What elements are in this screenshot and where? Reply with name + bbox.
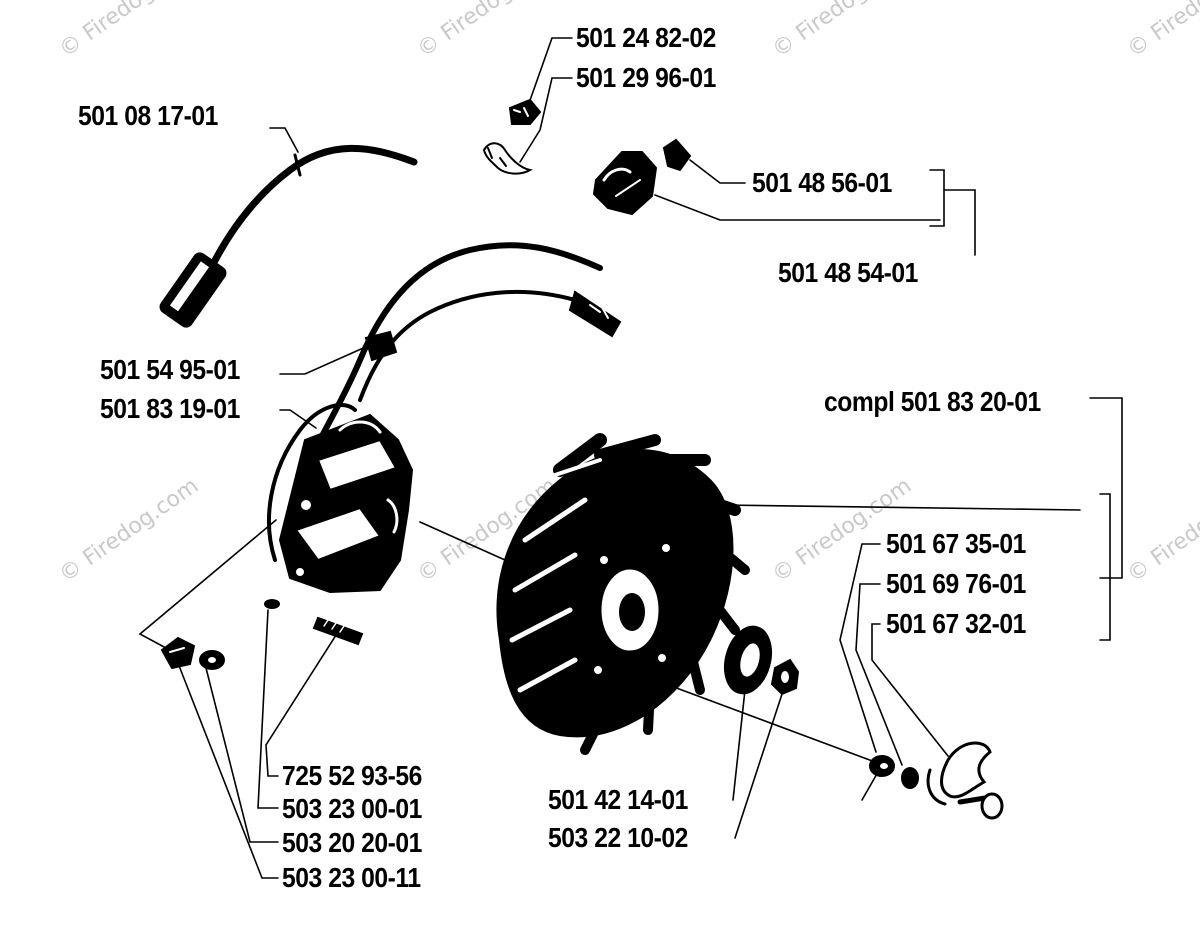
pawl-washer [901,767,919,789]
label-flywheel-nut: 503 22 10-02 [548,822,688,853]
label-clip-nut: 501 24 82-02 [576,22,716,53]
label-module-screw: 725 52 93-56 [282,760,422,791]
label-pawl: 501 67 32-01 [886,608,1026,639]
flywheel-washer [723,625,773,695]
label-cable-clamp: 501 54 95-01 [100,354,240,385]
flywheel-nut [770,658,800,696]
label-spark-plug-cap: 501 08 17-01 [78,100,218,131]
label-flywheel-washer: 501 42 14-01 [548,784,688,815]
spark-plug-lead [159,144,418,328]
label-ignition-module: 501 83 19-01 [100,393,240,424]
clip [482,142,533,175]
module-screw [312,616,364,646]
ignition-cables [317,242,622,443]
pawl [926,741,992,806]
pawl-bolt [957,792,1004,820]
label-washer-b: 503 23 00-11 [282,862,421,893]
label-pawl-washer: 501 69 76-01 [886,568,1026,599]
flywheel [496,433,750,755]
washer-b [199,650,225,670]
pawl-spring [869,755,895,777]
washer-a [264,599,280,609]
leader-lines [139,37,1123,879]
label-switch-part-a: 501 48 56-01 [752,167,892,198]
stop-switch [592,138,692,216]
label-clip: 501 29 96-01 [576,62,716,93]
label-screw: 503 20 20-01 [282,827,422,858]
label-flywheel-kit: compl 501 83 20-01 [824,386,1041,417]
label-switch-assembly: 501 48 54-01 [778,257,918,288]
label-pawl-spring: 501 67 35-01 [886,528,1026,559]
label-washer-a: 503 23 00-01 [282,793,422,824]
ignition-module [267,402,414,594]
clip-nut [508,98,542,125]
screw-small [160,636,196,670]
